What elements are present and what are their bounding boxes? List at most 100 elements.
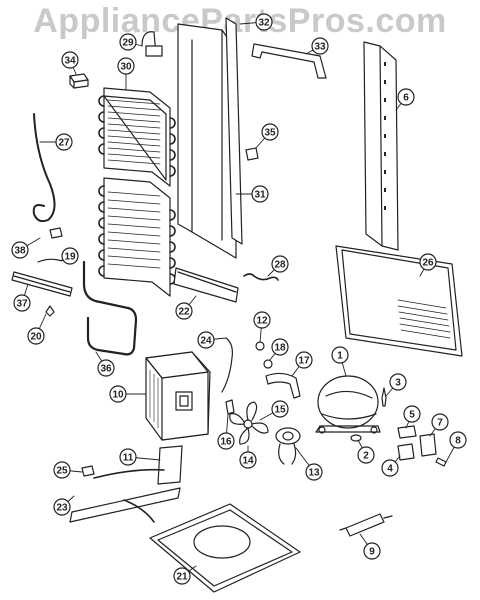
callout-number: 11	[123, 453, 134, 464]
trough-drawing	[173, 267, 239, 303]
callout-thermostat: 29	[119, 33, 137, 51]
callout-circle	[11, 241, 29, 259]
nut-drawing	[255, 341, 265, 351]
callout-number: 24	[200, 336, 212, 347]
callout-circle	[239, 451, 257, 469]
callout-side-panel: 6	[397, 88, 415, 106]
callout-number: 25	[56, 466, 68, 477]
callout-number: 37	[16, 299, 28, 310]
drain-pan-drawing	[149, 503, 301, 593]
callout-circle	[311, 37, 329, 55]
lower-tube-drawing	[69, 445, 183, 523]
callout-circle	[381, 459, 399, 477]
callout-number: 30	[120, 62, 132, 73]
callout-channel: 32	[255, 13, 273, 31]
watermark: AppliancePartsPros.com	[33, 2, 447, 40]
callout-bracket-motor: 17	[295, 351, 313, 369]
callout-number: 36	[100, 364, 112, 375]
callout-circle	[253, 311, 271, 329]
rear-panel-drawing	[335, 245, 463, 357]
callout-number: 21	[176, 572, 188, 583]
callout-number: 34	[64, 56, 76, 67]
callout-circle	[197, 331, 215, 349]
evaporator-drawing	[98, 87, 176, 297]
callout-trough: 22	[175, 302, 193, 320]
callout-circle	[175, 302, 193, 320]
callout-number: 14	[242, 456, 254, 467]
relay-drawing	[397, 443, 415, 461]
callout-circle	[403, 405, 421, 423]
capillary-drawing	[221, 337, 233, 393]
callout-number: 8	[455, 436, 461, 447]
callout-circle	[271, 255, 289, 273]
callout-circle	[27, 327, 45, 345]
callout-circle	[53, 461, 71, 479]
callout-compressor: 1	[331, 346, 349, 364]
callout-circle	[217, 432, 235, 450]
callout-number: 35	[264, 128, 276, 139]
callout-grommet-motor: 18	[271, 338, 289, 356]
callout-circle	[397, 88, 415, 106]
callout-cover: 7	[431, 413, 449, 431]
drain-tube-drawing	[82, 260, 138, 356]
callout-number: 19	[64, 252, 76, 263]
callout-circle	[363, 542, 381, 560]
callout-fan-blade: 14	[239, 451, 257, 469]
callout-number: 33	[314, 42, 326, 53]
bracket-bar-drawing	[11, 271, 73, 297]
channel-drawing	[225, 17, 243, 245]
callout-circle	[449, 431, 467, 449]
callout-number: 9	[369, 547, 375, 558]
callout-number: 3	[395, 378, 401, 389]
handle-bar-drawing	[251, 43, 327, 79]
callout-circle	[109, 385, 127, 403]
callout-stud: 3	[389, 373, 407, 391]
callout-number: 22	[178, 307, 190, 318]
heater-drawing	[243, 273, 279, 281]
callout-condenser: 10	[109, 385, 127, 403]
callout-nut: 12	[253, 311, 271, 329]
grommet-drawing	[263, 359, 273, 369]
callout-drain-hose: 27	[55, 133, 73, 151]
callout-number: 28	[274, 260, 286, 271]
callout-number: 20	[30, 332, 42, 343]
callout-drain-pan: 21	[173, 567, 191, 585]
callout-circle	[173, 567, 191, 585]
drain-hose-drawing	[32, 113, 63, 239]
callout-circle	[53, 498, 71, 516]
callout-screw: 19	[61, 247, 79, 265]
callout-number: 18	[274, 343, 286, 354]
callout-number: 17	[298, 356, 310, 367]
callout-handle-bar: 33	[311, 37, 329, 55]
callout-number: 26	[422, 258, 434, 269]
callout-circle	[271, 400, 289, 418]
callout-fan-motor: 13	[305, 463, 323, 481]
callout-number: 12	[256, 316, 268, 327]
callout-circle	[55, 133, 73, 151]
fan-blade-drawing	[229, 401, 269, 445]
callout-circle	[13, 294, 31, 312]
callout-circle	[295, 351, 313, 369]
callout-number: 15	[274, 405, 286, 416]
callout-circle	[119, 448, 137, 466]
clip-small-drawing	[45, 305, 55, 317]
callout-number: 13	[308, 468, 320, 479]
callout-number: 38	[14, 246, 26, 257]
terminal-drawing	[245, 147, 259, 161]
compressor-drawing	[315, 375, 381, 434]
callout-number: 5	[409, 410, 415, 421]
callout-circle	[331, 346, 349, 364]
callout-clip-small: 20	[27, 327, 45, 345]
divider-panel-drawing	[177, 23, 237, 259]
callout-grommet: 2	[357, 446, 375, 464]
callout-block: 34	[61, 51, 79, 69]
callout-number: 32	[258, 18, 270, 29]
thermostat-drawing	[141, 31, 163, 57]
callout-tube: 11	[119, 448, 137, 466]
callout-circle	[271, 338, 289, 356]
callout-number: 23	[56, 503, 68, 514]
callout-evaporator: 30	[117, 57, 135, 75]
callout-circle	[389, 373, 407, 391]
